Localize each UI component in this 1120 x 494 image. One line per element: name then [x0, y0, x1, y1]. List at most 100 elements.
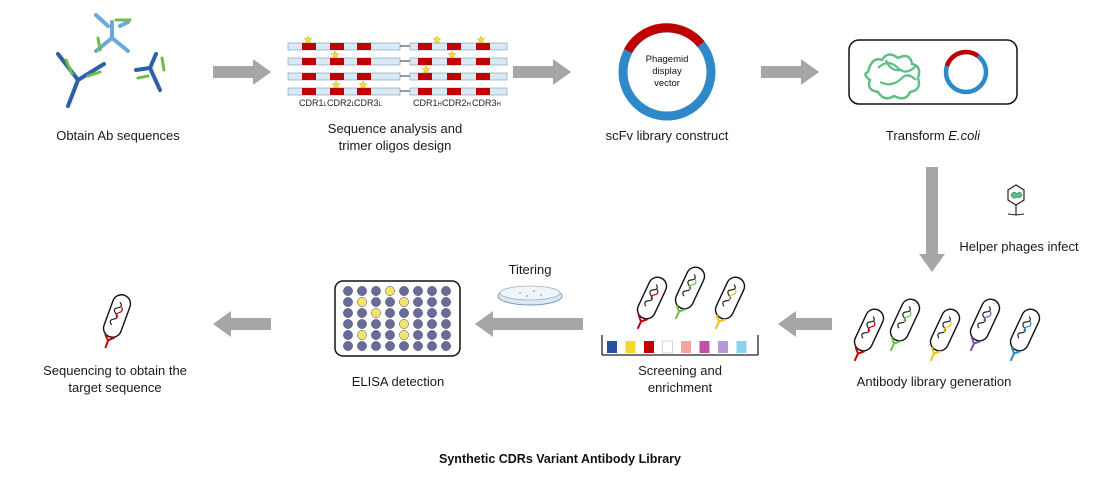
flow-arrows: [213, 59, 945, 337]
plate-well: [427, 341, 437, 351]
step-titering-label: Titering: [508, 262, 552, 277]
tray-well: [699, 341, 710, 353]
transform-prefix: Transform: [885, 128, 949, 143]
plate-well: [413, 297, 423, 307]
cdr3l-label: CDR3L: [354, 98, 383, 108]
gene-insert: [1023, 321, 1032, 333]
helper-phage-icon: [1007, 184, 1025, 216]
plate-well: [357, 286, 367, 296]
plate-well: [427, 297, 437, 307]
tray-well: [644, 341, 654, 353]
cdr-block: [302, 43, 316, 50]
tray-well: [681, 341, 691, 353]
cdr-block: [357, 43, 371, 50]
cdr-block: [302, 88, 316, 95]
plate-well: [413, 330, 423, 340]
plate-well: [343, 341, 353, 351]
screening-cell: [636, 276, 668, 330]
screening-cell: [714, 276, 746, 330]
cdr-block: [330, 43, 344, 50]
library-cell: [969, 298, 1001, 352]
dna-strand: [682, 274, 696, 297]
cdr-block: [418, 73, 432, 80]
plate-well: [399, 330, 409, 340]
cdr-block: [330, 88, 344, 95]
cdr-block: [357, 58, 371, 65]
mutation-star-icon: [331, 80, 341, 89]
step-scfv-label: scFv library construct: [605, 128, 729, 143]
cdr-block: [302, 73, 316, 80]
sequencing-cell: [102, 294, 132, 349]
plate-well: [357, 341, 367, 351]
diagram-title: Synthetic CDRs Variant Antibody Library: [439, 452, 681, 466]
mutation-star-icon: [447, 50, 457, 59]
plate-well: [357, 297, 367, 307]
plate-well: [357, 330, 367, 340]
cdr-block: [357, 73, 371, 80]
cdr-block: [330, 58, 344, 65]
plate-well: [343, 319, 353, 329]
cdr-block: [418, 58, 432, 65]
step-analysis-label-2: trimer oligos design: [338, 138, 452, 153]
plate-well: [427, 286, 437, 296]
vector-line3: vector: [654, 78, 680, 89]
step-library-label: Antibody library generation: [856, 374, 1012, 389]
vector-line1: Phagemid: [646, 54, 689, 65]
plate-well: [371, 341, 381, 351]
plate-well: [371, 286, 381, 296]
transform-organism: E.coli: [948, 128, 981, 143]
sequencing-cell-illustration: [102, 294, 132, 349]
plate-well: [427, 330, 437, 340]
plate-well: [427, 308, 437, 318]
displayed-antibody-icon: [889, 336, 901, 352]
cdr-block: [302, 58, 316, 65]
tray-well: [607, 341, 617, 353]
displayed-antibody-icon: [853, 346, 865, 362]
dna-strand: [644, 284, 658, 307]
plate-well: [385, 286, 395, 296]
phagemid-vector-illustration: Phagemid display vector: [618, 23, 716, 121]
displayed-antibody-icon: [969, 336, 981, 352]
arrow-library-to-screening: [778, 311, 832, 337]
tray-well: [718, 341, 728, 353]
cdr1l-label: CDR1L: [299, 98, 328, 108]
plate-well: [343, 308, 353, 318]
plate-well: [441, 286, 451, 296]
screening-cell: [674, 266, 706, 320]
dna-strand: [937, 316, 951, 339]
step-analysis-label-1: Sequence analysis and: [327, 121, 463, 136]
plate-well: [343, 330, 353, 340]
plate-well: [413, 308, 423, 318]
mutation-star-icon: [358, 80, 368, 89]
mutation-star-icon: [421, 65, 431, 74]
plate-well: [371, 308, 381, 318]
cdr-block: [447, 88, 461, 95]
plate-well: [399, 319, 409, 329]
tray-well: [625, 341, 636, 353]
plate-well: [385, 297, 395, 307]
elisa-plate-illustration: [334, 280, 461, 357]
cdr-block: [418, 88, 432, 95]
gene-insert: [983, 311, 992, 323]
gene-insert: [115, 306, 123, 319]
library-cell: [1009, 308, 1041, 362]
plate-well: [441, 341, 451, 351]
displayed-antibody-icon: [929, 346, 941, 362]
tray-well: [662, 340, 673, 354]
plate-well: [399, 286, 409, 296]
plate-well: [343, 297, 353, 307]
library-cell: [929, 308, 961, 362]
step-screening-label-2: enrichment: [647, 380, 713, 395]
step-screening-label-1: Screening and: [638, 363, 722, 378]
library-cell: [853, 308, 885, 362]
cdr-block: [447, 43, 461, 50]
gene-insert: [650, 289, 659, 301]
mutation-star-icon: [330, 50, 340, 59]
cdr-block: [357, 88, 371, 95]
cdr-block: [447, 73, 461, 80]
arrow-step3-to-4: [761, 59, 819, 85]
cdr1h-label: CDR1H: [413, 98, 442, 108]
cdr-block: [418, 43, 432, 50]
